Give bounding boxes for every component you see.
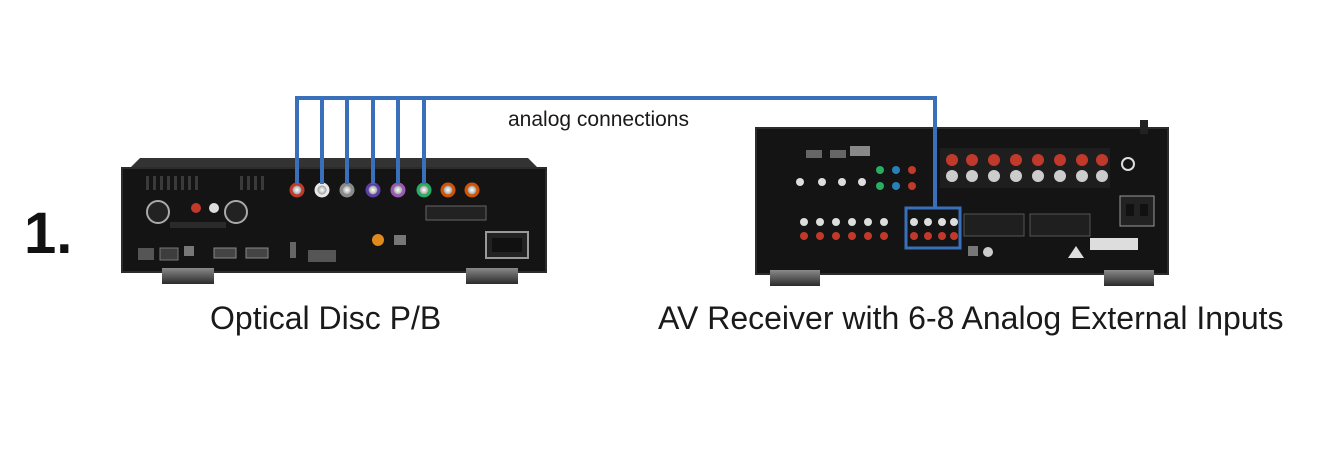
connection-label: analog connections [508, 108, 689, 131]
step-number: 1. [24, 201, 73, 266]
receiver-caption: AV Receiver with 6-8 Analog External Inp… [658, 300, 1284, 336]
analog-cable-bundle [295, 96, 937, 208]
disc-player [121, 158, 547, 284]
cable-line [295, 96, 937, 208]
av-receiver [755, 120, 1169, 286]
player-caption: Optical Disc P/B [210, 300, 442, 336]
